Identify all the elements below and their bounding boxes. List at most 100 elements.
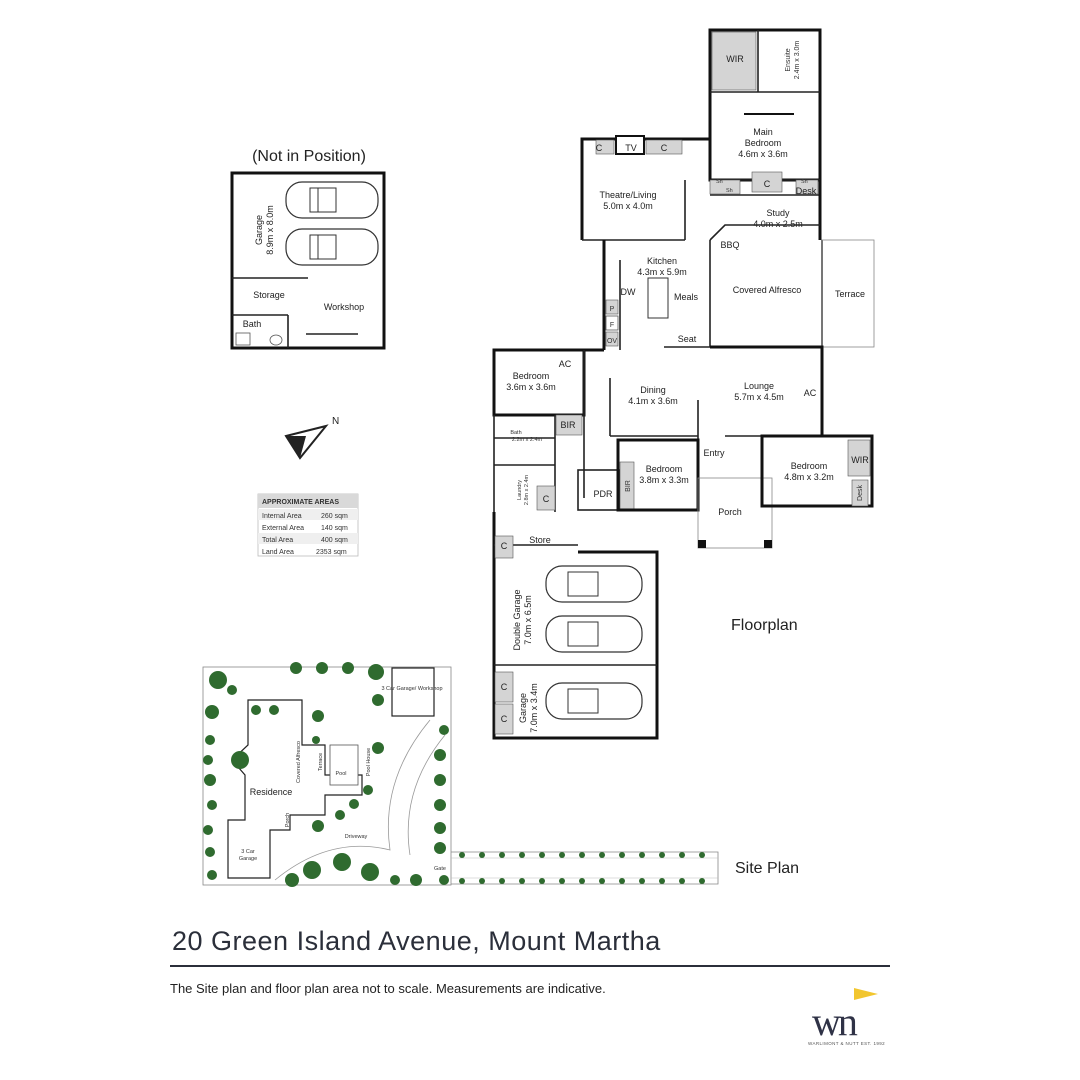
workshop-label: Workshop xyxy=(324,302,364,312)
bath-size: 2.2m x 2.4m xyxy=(512,437,543,443)
kitchen-size: 4.3m x 5.9m xyxy=(637,267,687,277)
main-bedroom-size: 4.6m x 3.6m xyxy=(738,149,788,159)
ac-label: AC xyxy=(804,388,817,398)
flag-icon xyxy=(854,988,878,1000)
bedroom-size: 3.6m x 3.6m xyxy=(506,382,556,392)
site-garage-label-2: Garage xyxy=(239,856,257,862)
dining-label: Dining xyxy=(640,385,666,395)
desk-label: Desk xyxy=(796,186,817,196)
porch-label: Porch xyxy=(718,507,742,517)
floorplan-heading: Floorplan xyxy=(731,617,798,634)
garage-size: 7.0m x 3.4m xyxy=(529,683,539,733)
kitchen-label: Kitchen xyxy=(647,256,677,266)
cupboard-label: C xyxy=(501,541,508,551)
garage-building-heading: (Not in Position) xyxy=(252,148,366,165)
site-pool-label: Pool xyxy=(335,771,346,777)
agency-logo: wn WARLIMONT & NUTT EST. 1992 xyxy=(808,988,890,1052)
car-icon xyxy=(285,181,379,219)
cupboard-label: C xyxy=(661,143,668,153)
terrace-label: Terrace xyxy=(835,289,865,299)
main-bedroom-label-2: Bedroom xyxy=(745,138,782,148)
double-garage-size: 7.0m x 6.5m xyxy=(523,595,533,645)
theatre-label: Theatre/Living xyxy=(599,190,656,200)
bedroom-label: Bedroom xyxy=(791,461,828,471)
shelf-label: Sh xyxy=(716,179,723,185)
lounge-label: Lounge xyxy=(744,381,774,391)
shelf-label: Sh xyxy=(801,179,808,185)
main-bedroom-label: Main xyxy=(753,127,773,137)
lounge-size: 5.7m x 4.5m xyxy=(734,392,784,402)
car-icon xyxy=(545,682,643,720)
study-label: Study xyxy=(766,208,790,218)
main-floorplan xyxy=(492,28,875,740)
car-icon xyxy=(285,228,379,266)
pdr-label: PDR xyxy=(593,489,613,499)
laundry-label: Laundry xyxy=(517,480,523,500)
areas-row: Land Area 2353 sqm xyxy=(262,549,347,556)
fridge-label: F xyxy=(610,322,614,329)
residence-label: Residence xyxy=(250,787,293,797)
car-icon xyxy=(545,565,643,603)
areas-row-value: 260 sqm xyxy=(321,513,348,520)
double-garage-label: Double Garage xyxy=(512,589,522,650)
areas-table: APPROXIMATE AREAS Internal Area 260 sqm … xyxy=(257,493,359,557)
bedroom-size: 3.8m x 3.3m xyxy=(639,475,689,485)
meals-label: Meals xyxy=(674,292,699,302)
property-address: 20 Green Island Avenue, Mount Martha xyxy=(172,926,661,956)
dining-size: 4.1m x 3.6m xyxy=(628,396,678,406)
bir-label: BIR xyxy=(625,480,632,492)
desk-label: Desk xyxy=(857,485,864,501)
seat-label: Seat xyxy=(678,334,697,344)
shelf-label: Sh xyxy=(726,188,733,194)
site-covered-alfresco-label: Covered Alfresco xyxy=(296,741,302,783)
areas-row-label: Land Area xyxy=(262,549,294,556)
bir-label: BIR xyxy=(560,420,576,430)
garage-label: Garage xyxy=(518,693,528,723)
garage-building: (Not in Position) Garage 8.9m x 8.0m Sto… xyxy=(230,148,386,350)
areas-row-value: 140 sqm xyxy=(321,525,348,532)
storage-label: Storage xyxy=(253,290,285,300)
ensuite-size: 2.4m x 3.0m xyxy=(794,41,801,80)
pantry-label: P xyxy=(610,306,615,313)
entry-label: Entry xyxy=(703,448,725,458)
wir-label: WIR xyxy=(851,455,869,465)
cupboard-label: C xyxy=(764,179,771,189)
divider xyxy=(170,965,890,967)
areas-row: Total Area 400 sqm xyxy=(258,533,358,544)
bbq-label: BBQ xyxy=(720,240,739,250)
site-garage-label: 3 Car xyxy=(241,849,255,855)
dishwasher-label: DW xyxy=(621,287,636,297)
areas-title: APPROXIMATE AREAS xyxy=(262,499,339,506)
bedroom-label: Bedroom xyxy=(513,371,550,381)
site-plan-heading: Site Plan xyxy=(735,860,799,877)
site-gate-label: Gate xyxy=(434,866,446,872)
areas-row-label: External Area xyxy=(262,525,304,532)
site-plan: 3 Car Garage/ Workshop Residence Covered… xyxy=(202,662,719,887)
areas-row-label: Total Area xyxy=(262,537,293,544)
garage-label: Garage xyxy=(254,215,264,245)
garage-size: 8.9m x 8.0m xyxy=(265,205,275,255)
theatre-size: 5.0m x 4.0m xyxy=(603,201,653,211)
areas-row-value: 400 sqm xyxy=(321,537,348,544)
bath-label: Bath xyxy=(243,319,262,329)
ensuite-label: Ensuite xyxy=(785,48,792,71)
ac-label: AC xyxy=(559,359,572,369)
bath-label: Bath xyxy=(510,430,521,436)
site-porch-label: Porch xyxy=(285,813,291,827)
site-workshop-label: 3 Car Garage/ Workshop xyxy=(381,686,442,692)
covered-alfresco-label: Covered Alfresco xyxy=(733,285,802,295)
logo-subtitle: WARLIMONT & NUTT EST. 1992 xyxy=(808,1041,886,1046)
store-label: Store xyxy=(529,535,551,545)
bedroom-size: 4.8m x 3.2m xyxy=(784,472,834,482)
bedroom-label: Bedroom xyxy=(646,464,683,474)
cupboard-label: C xyxy=(501,682,508,692)
tree-icons xyxy=(203,662,705,887)
study-size: 4.0m x 2.5m xyxy=(753,219,803,229)
cupboard-label: C xyxy=(596,143,603,153)
laundry-size: 2.8m x 2.4m xyxy=(524,474,530,505)
car-icon xyxy=(545,615,643,653)
areas-row-label: Internal Area xyxy=(262,513,302,520)
areas-row-value: 2353 sqm xyxy=(316,549,347,556)
wir-main-label: WIR xyxy=(726,54,744,64)
